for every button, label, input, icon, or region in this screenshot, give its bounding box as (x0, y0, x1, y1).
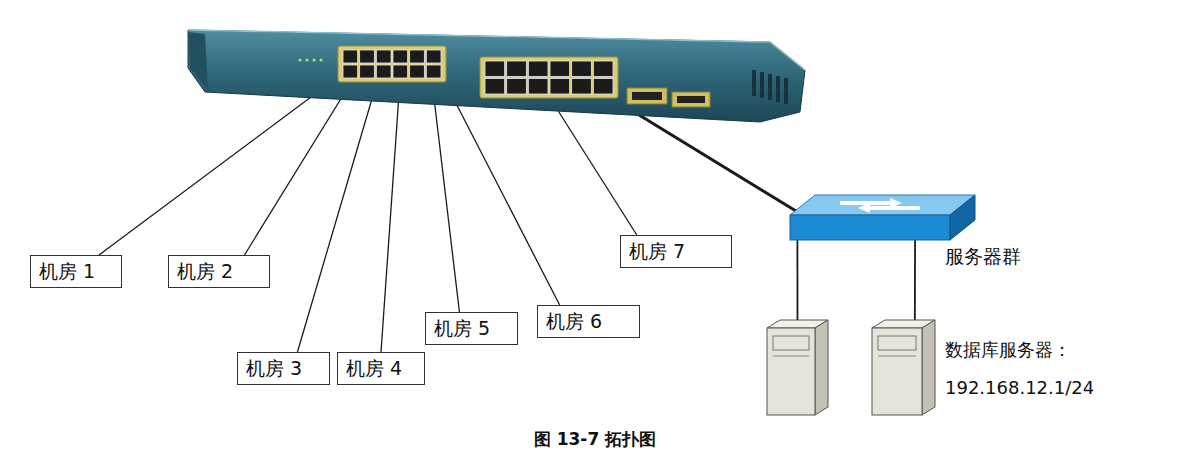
drive-bay (773, 336, 809, 350)
status-led (312, 58, 315, 61)
server-label: 数据库服务器： (945, 338, 1071, 361)
drive-bay (878, 336, 916, 350)
sfp-hole (632, 92, 662, 100)
server-node (767, 320, 828, 415)
network-cable (381, 80, 400, 352)
status-led (319, 58, 322, 61)
drive-line (878, 356, 916, 357)
switch-port (376, 65, 391, 78)
room-label: 机房 5 (434, 317, 490, 340)
figure-caption: 图 13-7 拓扑图 (0, 428, 1190, 450)
group-label: 服务器群 (945, 245, 1021, 268)
workgroup-switch-icon (790, 190, 975, 240)
network-cable (99, 74, 342, 255)
ip-address: 192.168.12.1/24 (945, 376, 1094, 399)
drive-line (773, 356, 809, 357)
server-side (815, 320, 828, 415)
network-cable (445, 82, 560, 305)
status-led (305, 58, 308, 61)
switch-vent (752, 70, 756, 96)
sfp-hole (677, 96, 705, 103)
switch-port (593, 79, 613, 95)
network-cable (432, 80, 460, 312)
switch-port (410, 50, 425, 63)
switch-port (507, 79, 527, 95)
switch-port (376, 50, 391, 63)
server-front (767, 328, 815, 415)
switch-port (485, 79, 505, 95)
switch-port (393, 65, 408, 78)
server-node: 数据库服务器：192.168.12.1/24 (872, 320, 935, 415)
room-box: 机房 6 (537, 305, 640, 338)
server-front (872, 328, 922, 415)
switch-port (426, 50, 441, 63)
network-cable (245, 76, 356, 255)
sfp-slot (672, 92, 710, 107)
switch-port (572, 79, 592, 95)
switch-port (572, 61, 592, 77)
switch-port (550, 61, 570, 77)
room-label: 机房 4 (346, 357, 402, 380)
icon-front (790, 215, 950, 240)
sfp-slot (627, 88, 667, 104)
switch-port (360, 50, 375, 63)
icon-top (790, 195, 975, 215)
room-box: 机房 5 (425, 312, 518, 345)
switch-port (528, 79, 548, 95)
room-label: 机房 3 (246, 357, 302, 380)
room-label: 机房 1 (39, 260, 95, 283)
server-side (922, 320, 935, 415)
port-frame (480, 57, 618, 98)
server-illustration (872, 320, 935, 415)
switch-port (360, 65, 375, 78)
switch-ear (188, 32, 208, 90)
switch-vent (760, 72, 764, 98)
switch-port (426, 65, 441, 78)
switch-port (393, 50, 408, 63)
room-label: 机房 6 (546, 310, 602, 333)
room-label: 机房 7 (629, 240, 685, 263)
core-switch (180, 25, 805, 125)
status-led (298, 58, 301, 61)
switch-vent (768, 74, 772, 100)
switch-port (343, 65, 358, 78)
icon-side (950, 195, 975, 240)
room-label: 机房 2 (177, 260, 233, 283)
switch-port (593, 61, 613, 77)
switch-port (528, 61, 548, 77)
switch-port (485, 61, 505, 77)
switch-port (507, 61, 527, 77)
port-frame (338, 46, 446, 82)
switch-port (550, 79, 570, 95)
network-cable (297, 78, 378, 352)
network-cable (548, 95, 637, 235)
switch-port (410, 65, 425, 78)
icon-arrow (858, 203, 920, 213)
room-box: 机房 4 (337, 352, 425, 385)
room-box: 机房 3 (237, 352, 330, 385)
server-group-switch: 服务器群 (790, 190, 975, 240)
room-box: 机房 2 (168, 255, 270, 288)
network-cable (797, 240, 799, 320)
room-box: 机房 7 (620, 235, 732, 268)
switch-port (343, 50, 358, 63)
switch-illustration (180, 25, 805, 125)
server-illustration (767, 320, 828, 415)
switch-vent (784, 78, 788, 104)
network-cable (914, 240, 916, 320)
switch-vent (776, 76, 780, 102)
room-box: 机房 1 (30, 255, 122, 288)
switch-body (188, 30, 805, 122)
